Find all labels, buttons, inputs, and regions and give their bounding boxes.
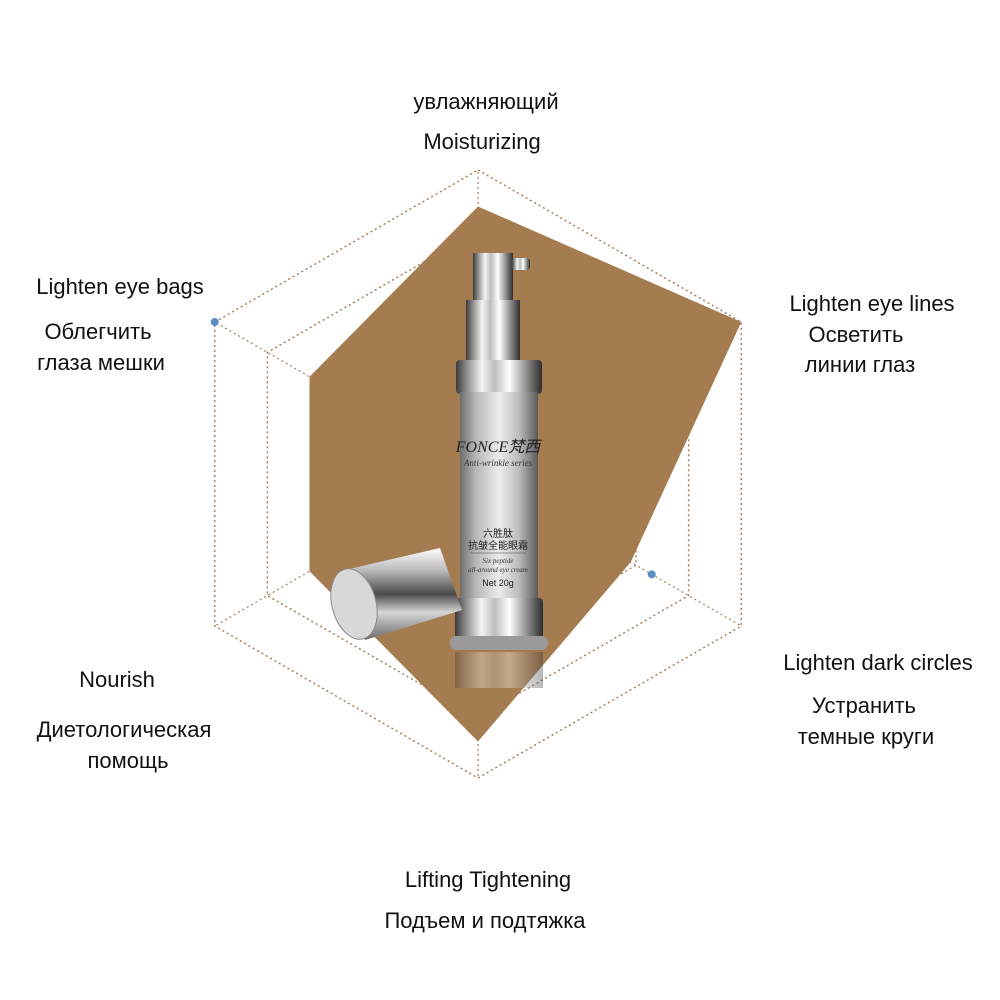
axis-label-moisturizing-ru: увлажняющий bbox=[413, 89, 559, 114]
pump-bottle-icon bbox=[450, 253, 548, 650]
axis-label-lifting-ru: Подъем и подтяжка bbox=[384, 908, 586, 933]
axis-label-dark-circles-ru2: темные круги bbox=[797, 724, 935, 749]
axis-label-nourish-en: Nourish bbox=[79, 667, 155, 692]
bottle-cap-icon bbox=[330, 548, 462, 640]
product-name-cn2: 抗皱全能眼霜 bbox=[468, 539, 528, 552]
axis-label-nourish-ru1: Диетологическая bbox=[36, 717, 212, 742]
axis-label-eye-lines-ru2: линии глаз bbox=[804, 352, 916, 377]
product-name-en1: Six peptide bbox=[483, 557, 514, 565]
axis-label-lifting-en: Lifting Tightening bbox=[404, 867, 572, 892]
radar-marker bbox=[647, 570, 656, 579]
product-name-en2: all-around eye cream bbox=[468, 566, 528, 574]
product-name-cn1: 六胜肽 bbox=[483, 527, 513, 540]
axis-label-eye-bags-en: Lighten eye bags bbox=[36, 274, 204, 299]
axis-label-dark-circles-ru1: Устранить bbox=[811, 693, 917, 718]
radar-marker bbox=[210, 318, 219, 326]
axis-label-eye-lines-en: Lighten eye lines bbox=[789, 291, 955, 316]
axis-label-eye-bags-ru2: глаза мешки bbox=[37, 350, 165, 375]
product-brand: FONCE梵西 bbox=[455, 438, 543, 456]
axis-label-nourish-ru2: помощь bbox=[87, 748, 169, 773]
radar-ring bbox=[266, 229, 690, 719]
axis-label-eye-lines-ru1: Осветить bbox=[808, 322, 904, 347]
product-net-weight: Net 20g bbox=[482, 578, 514, 588]
axis-label-moisturizing-en: Moisturizing bbox=[423, 129, 541, 154]
product-bottle: FONCE梵西 Anti-wrinkle series 六胜肽 抗皱全能眼霜 S… bbox=[330, 253, 548, 688]
radar-markers bbox=[210, 318, 656, 579]
axis-label-dark-circles-en: Lighten dark circles bbox=[783, 650, 973, 675]
product-series: Anti-wrinkle series bbox=[463, 458, 533, 468]
axis-label-eye-bags-ru1: Облегчить bbox=[44, 319, 152, 344]
